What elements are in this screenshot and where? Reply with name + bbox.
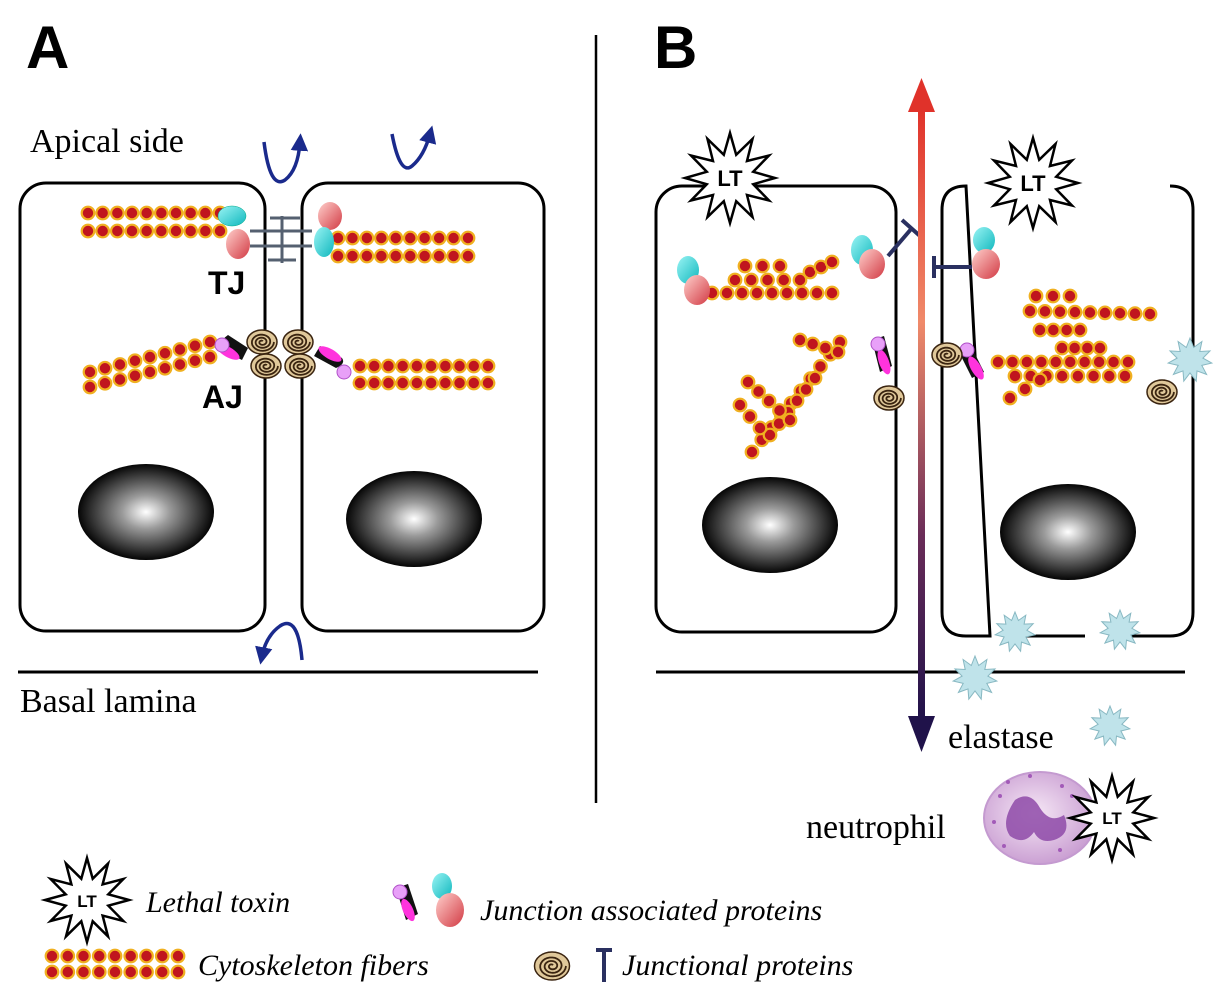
cytoskeleton-fiber-a2 <box>80 223 228 239</box>
cytoskeleton-fiber-a5 <box>82 334 218 380</box>
lt-label-neutrophil: LT <box>1102 809 1122 828</box>
basal-lamina-label: Basal lamina <box>20 683 197 720</box>
adherens-junction: AJ <box>202 329 352 415</box>
nucleus-b-left <box>702 477 838 573</box>
elastase-label: elastase <box>948 719 1054 756</box>
legend-cytoskeleton: Cytoskeleton fibers <box>44 948 429 982</box>
panel-a: A Apical side Basal lamina <box>18 14 546 720</box>
legend-cytoskeleton-label: Cytoskeleton fibers <box>198 949 429 982</box>
cytoskeleton-fiber-a4 <box>330 248 476 264</box>
nucleus-b-right <box>1000 484 1136 580</box>
flux-arrow-basal <box>255 621 304 665</box>
tj-label: TJ <box>208 265 245 301</box>
neutrophil: LT <box>983 771 1159 865</box>
legend-lethal-toxin: LT Lethal toxin <box>40 853 290 947</box>
lethal-toxin-star-b-left: LT <box>680 128 780 228</box>
legend: LT Lethal toxin Junction associated prot… <box>40 853 853 982</box>
lethal-toxin-icon <box>40 853 134 947</box>
flux-arrow-apical-2 <box>390 125 437 170</box>
paracellular-flux-arrows <box>255 125 437 665</box>
apical-side-label: Apical side <box>30 123 184 160</box>
permeability-arrow <box>908 78 935 752</box>
cell-a-left <box>18 181 267 633</box>
elastase-group <box>951 336 1214 747</box>
junctional-proteins-b <box>873 218 1178 411</box>
legend-junctional: Junctional proteins <box>533 948 853 982</box>
cytoskeleton-fiber-a1 <box>80 205 228 221</box>
legend-junctional-label: Junctional proteins <box>622 949 853 982</box>
disrupted-cytoskeleton-b-left <box>704 254 848 460</box>
junctional-spiral-a3 <box>250 353 282 379</box>
aj-label: AJ <box>202 379 243 415</box>
lethal-toxin-star-b-right: LT <box>983 133 1083 233</box>
elastase-star-1 <box>1166 336 1214 383</box>
junctional-spiral-a4 <box>284 353 316 379</box>
cytoskeleton-fiber-a7 <box>352 358 496 374</box>
cytoskeleton-fiber-a8 <box>352 375 496 391</box>
flux-arrow-apical-1 <box>262 133 309 184</box>
legend-junction-associated-label: Junction associated proteins <box>480 894 822 927</box>
elastase-star-2 <box>993 610 1037 653</box>
nucleus-a-left <box>78 464 214 560</box>
panel-b: B LT LT <box>654 14 1214 865</box>
elastase-star-3 <box>1098 608 1142 651</box>
disrupted-cytoskeleton-b-right <box>990 288 1158 406</box>
svg-text:LT: LT <box>77 892 97 911</box>
junctional-spiral-a1 <box>246 329 278 355</box>
neutrophil-label: neutrophil <box>806 809 946 846</box>
cell-a-right <box>300 181 546 633</box>
lt-label-b-right: LT <box>1020 171 1046 196</box>
cytoskeleton-fiber-a3 <box>330 230 476 246</box>
junction-associated-proteins-b <box>677 227 1000 380</box>
junctional-spiral-b3 <box>1146 379 1178 405</box>
cell-b-right <box>940 184 1195 638</box>
elastase-star-4 <box>951 654 999 701</box>
junctional-spiral-b1 <box>873 385 905 411</box>
cytoskeleton-icon <box>44 948 186 980</box>
lt-label-b-left: LT <box>717 166 743 191</box>
junctional-protein-icon <box>533 948 612 982</box>
junctional-spiral-a2 <box>282 329 314 355</box>
cytoskeleton-fiber-a6 <box>82 349 218 395</box>
cytoskeleton-fiber-group <box>80 205 496 395</box>
elastase-star-5 <box>1088 704 1132 747</box>
junctional-spiral-b2 <box>931 342 963 368</box>
tight-junction: TJ <box>208 202 342 301</box>
panel-a-letter: A <box>26 14 69 81</box>
junction-associated-icon <box>392 873 464 927</box>
legend-junction-associated: Junction associated proteins <box>392 873 822 927</box>
legend-lethal-toxin-label: Lethal toxin <box>145 886 290 919</box>
nucleus-a-right <box>346 471 482 567</box>
panel-b-letter: B <box>654 14 697 81</box>
